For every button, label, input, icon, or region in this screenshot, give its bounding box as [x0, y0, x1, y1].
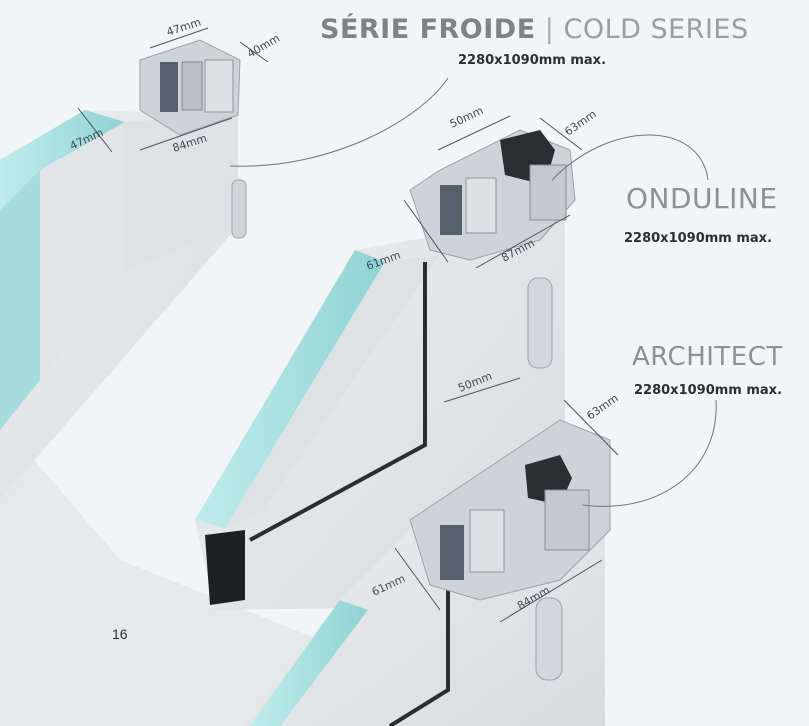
leader-lines	[229, 77, 717, 507]
architect-spec: 2280x1090mm max.	[634, 383, 783, 398]
door-onduline	[195, 129, 576, 610]
dim-architect-depth-top: 63mm	[584, 391, 620, 422]
series-title-fr: SÉRIE FROIDE	[320, 14, 536, 45]
door-cold-series	[0, 39, 247, 500]
cold-series-spec: 2280x1090mm max.	[458, 53, 607, 68]
series-title: SÉRIE FROIDE | COLD SERIES	[320, 14, 749, 45]
dimension-lines	[77, 27, 619, 623]
dim-cold-width-top: 47mm	[165, 16, 203, 39]
dim-onduline-depth-top: 63mm	[562, 107, 598, 138]
architect-title: ARCHITECT	[632, 342, 783, 372]
series-title-separator: |	[544, 14, 555, 45]
shadow-area	[0, 420, 500, 726]
series-title-en: COLD SERIES	[563, 14, 749, 45]
onduline-spec: 2280x1090mm max.	[624, 231, 773, 246]
onduline-title: ONDULINE	[626, 182, 778, 215]
dim-onduline-width-top: 50mm	[448, 104, 486, 131]
dim-cold-depth-top: 40mm	[245, 32, 282, 61]
page-number: 16	[112, 626, 128, 642]
door-architect	[245, 419, 611, 726]
